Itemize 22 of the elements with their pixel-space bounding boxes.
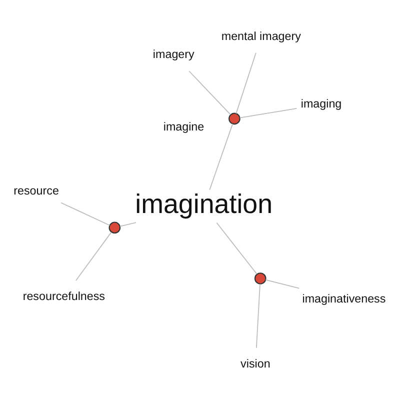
node-text: vision xyxy=(240,356,270,370)
node-text: imagination xyxy=(135,188,273,219)
node-text: resource xyxy=(14,184,59,197)
node-circle xyxy=(254,272,266,284)
node-circle xyxy=(228,112,240,124)
node-text: imaginativeness xyxy=(302,292,386,306)
label: imagine xyxy=(163,120,204,134)
node-circle xyxy=(108,221,121,234)
node-text: mental imagery xyxy=(221,29,301,42)
connector xyxy=(209,122,234,190)
node-text: resourcefulness xyxy=(22,289,106,302)
connector xyxy=(236,52,256,114)
connector xyxy=(256,283,260,348)
connector xyxy=(188,70,231,114)
connector xyxy=(216,222,258,274)
node-text: imagery xyxy=(152,47,194,60)
connector xyxy=(265,278,300,288)
connector xyxy=(120,222,136,226)
node-text: imaging xyxy=(300,96,342,110)
connector xyxy=(60,202,110,226)
connector xyxy=(76,231,112,280)
connector xyxy=(239,108,298,118)
